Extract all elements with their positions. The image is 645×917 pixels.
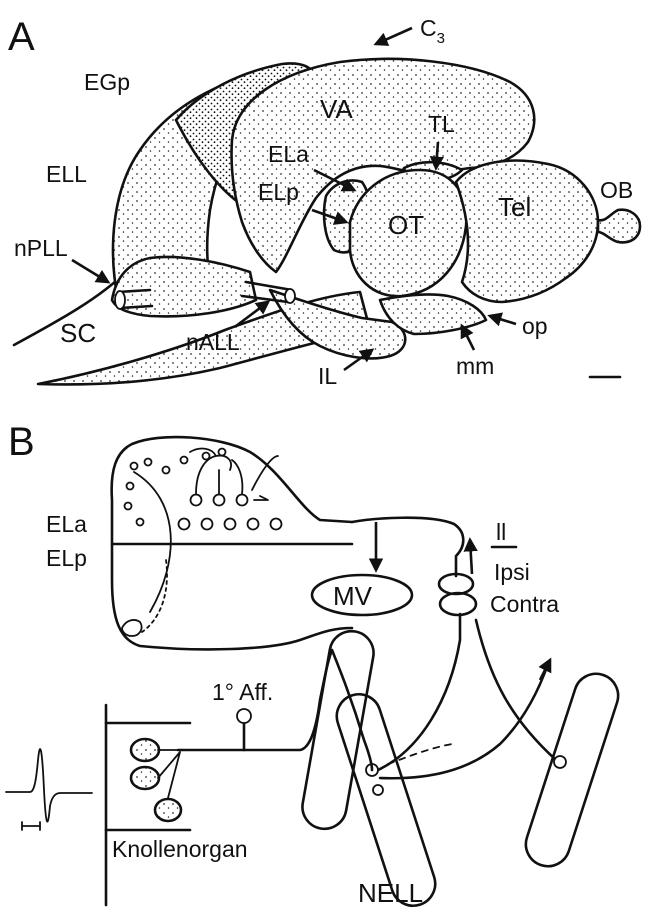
knollenorgan xyxy=(131,739,181,821)
ela-neuron xyxy=(271,519,282,530)
label-mv: MV xyxy=(333,581,373,611)
label-npll: nPLL xyxy=(14,235,68,261)
ela-neuron xyxy=(131,463,138,470)
elp-neuron xyxy=(122,620,142,636)
ela-neuron xyxy=(163,467,170,474)
nell-branch-arrow xyxy=(540,660,550,680)
right-rod-fiber xyxy=(476,620,556,760)
ela-neuron xyxy=(219,449,226,456)
ela-neuron xyxy=(179,519,190,530)
knollenorgan-cell xyxy=(131,767,159,789)
ela-neuron xyxy=(181,457,188,464)
afferent-soma xyxy=(237,709,251,723)
ela-neuron xyxy=(214,495,225,506)
ela-elp-dash xyxy=(142,560,167,632)
arrow-c3 xyxy=(376,28,412,44)
ela-neuron xyxy=(125,503,132,510)
panel-b: B xyxy=(6,420,624,911)
arrow-npll xyxy=(72,260,108,282)
olfactory-bulb xyxy=(598,210,640,243)
ela-neuron xyxy=(202,519,213,530)
label-nell: NELL xyxy=(358,878,423,908)
telencephalon xyxy=(456,161,598,302)
knollenorgan-fibers xyxy=(158,750,180,798)
ela-neuron xyxy=(191,495,202,506)
label-il: IL xyxy=(318,363,337,389)
label-tel: Tel xyxy=(498,192,531,222)
label-ipsi: Ipsi xyxy=(494,559,530,585)
label-nall: nALL xyxy=(186,329,240,355)
arrow-mm xyxy=(462,326,474,350)
nell-rod-middle xyxy=(299,628,377,833)
nell-neuron-left-2 xyxy=(373,785,383,795)
ela-neuron xyxy=(237,495,248,506)
label-ot: OT xyxy=(388,210,424,240)
label-aff: 1° Aff. xyxy=(212,679,273,705)
eod-waveform xyxy=(6,749,92,821)
ela-neuron xyxy=(145,459,152,466)
label-mm: mm xyxy=(456,353,494,379)
label-ell: ELL xyxy=(46,161,87,187)
arrow-op xyxy=(490,316,516,324)
label-ll: ll xyxy=(496,519,506,545)
label-elp-b: ELp xyxy=(46,545,87,571)
label-ela-b: ELa xyxy=(46,511,87,537)
label-op: op xyxy=(522,313,548,339)
projection-to-mv xyxy=(352,518,463,576)
label-ela: ELa xyxy=(268,141,309,167)
nell-rod-right xyxy=(520,668,624,872)
npll-root xyxy=(115,291,125,309)
label-egp: EGp xyxy=(84,69,130,95)
label-sc: SC xyxy=(60,318,96,348)
primary-afferent xyxy=(178,650,372,770)
knollenorgan-cell xyxy=(155,799,181,821)
label-elp: ELp xyxy=(258,179,299,205)
label-c3: C3 xyxy=(420,15,445,47)
label-tl: TL xyxy=(428,111,455,137)
label-ob: OB xyxy=(600,177,633,203)
panel-b-letter: B xyxy=(8,420,35,464)
ela-neuron xyxy=(225,519,236,530)
knollenorgan-cell xyxy=(131,739,159,761)
ela-neuron xyxy=(127,483,134,490)
label-va: VA xyxy=(320,94,353,124)
nell-branch-right xyxy=(380,664,548,778)
ll-contra-loop xyxy=(440,593,476,615)
label-contra: Contra xyxy=(490,591,559,617)
panel-a-letter: A xyxy=(8,15,35,59)
ela-neuron xyxy=(248,519,259,530)
ela-neuron xyxy=(137,519,144,526)
label-knollenorgan: Knollenorgan xyxy=(112,836,248,862)
ela-neurons xyxy=(125,449,282,530)
nell-to-contra xyxy=(378,614,460,770)
nall-root xyxy=(285,289,295,303)
ll-ascending-arrow xyxy=(470,540,472,574)
nell-neuron-right xyxy=(554,756,566,768)
panel-a: A C3 EGp ELL VA TL xyxy=(8,15,640,389)
